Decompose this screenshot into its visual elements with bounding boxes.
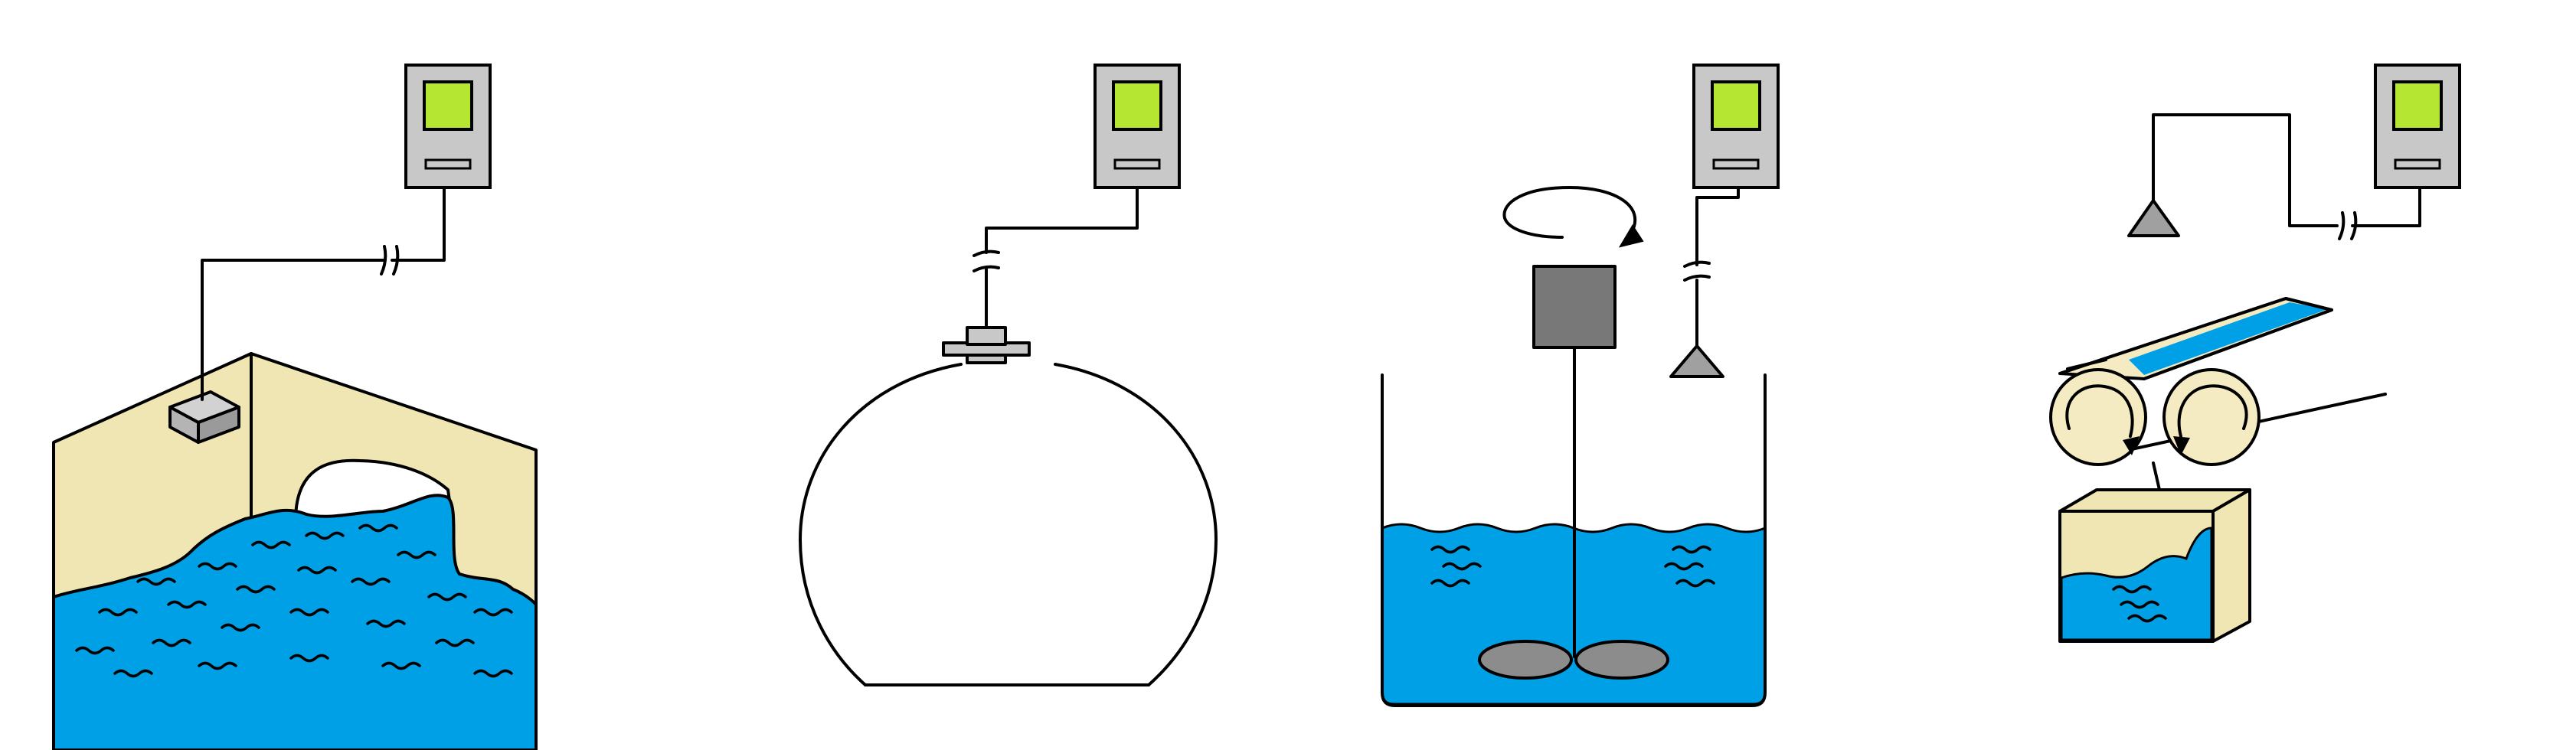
hopper-liquid: [2060, 527, 2213, 641]
top-mounted-sensor-icon: [942, 326, 1031, 364]
scene-spherical-tank: [766, 64, 1225, 695]
box-sensor-icon: [168, 390, 240, 444]
sensor-cable: [201, 259, 384, 401]
cone-sensor-icon: [2127, 199, 2180, 237]
scene-open-channel: [52, 64, 538, 750]
impeller-blade-left: [1478, 640, 1573, 680]
level-meter-device-icon: [1692, 64, 1780, 189]
vessel-wall: [1381, 373, 1767, 707]
agitator-motor: [1532, 265, 1617, 349]
level-meter-device-icon: [1093, 64, 1181, 189]
roller-arrow-right-icon: [2177, 384, 2248, 438]
roller-arrow-left-icon: [2065, 384, 2134, 438]
rotation-arrow-icon: [1502, 186, 1637, 239]
impeller-blade-right: [1574, 640, 1669, 680]
scene-roller-press: [2049, 64, 2461, 643]
channel-water: [52, 494, 538, 750]
spherical-tank-shell: [799, 363, 1218, 686]
level-meter-device-icon: [2374, 64, 2461, 189]
level-meter-device-icon: [404, 64, 492, 189]
sensor-cable: [2152, 113, 2339, 227]
cone-sensor-icon: [1669, 344, 1724, 378]
tank-liquid: [766, 496, 1225, 695]
scene-agitated-vessel: [1381, 64, 1780, 707]
